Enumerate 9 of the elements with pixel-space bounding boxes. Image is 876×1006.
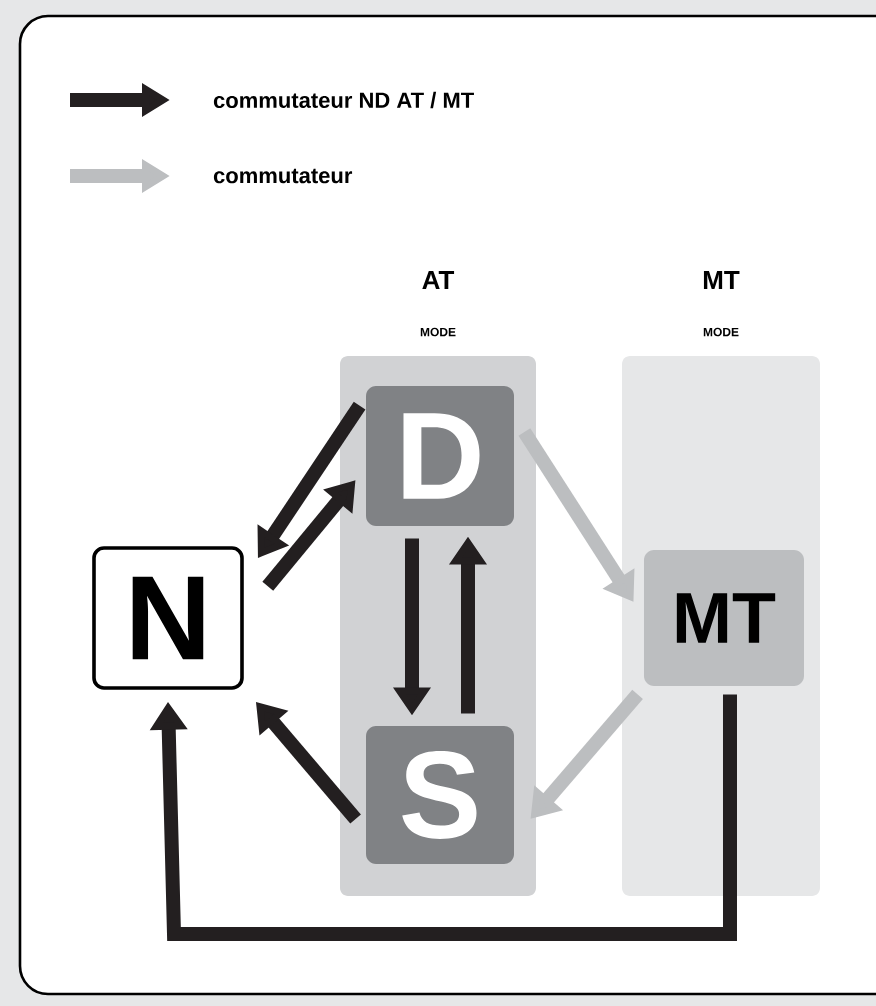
mode-heading: MT [703, 271, 740, 289]
mode-heading: AT [422, 271, 455, 289]
arrow [149, 694, 737, 941]
mode-key: D [366, 386, 514, 526]
mode-key: N [92, 546, 244, 690]
mode-key: MT [644, 550, 804, 686]
legend-text: commutateur [213, 168, 353, 184]
mode-key: S [366, 726, 514, 864]
legend-text: commutateur ND AT / MT [213, 91, 474, 109]
